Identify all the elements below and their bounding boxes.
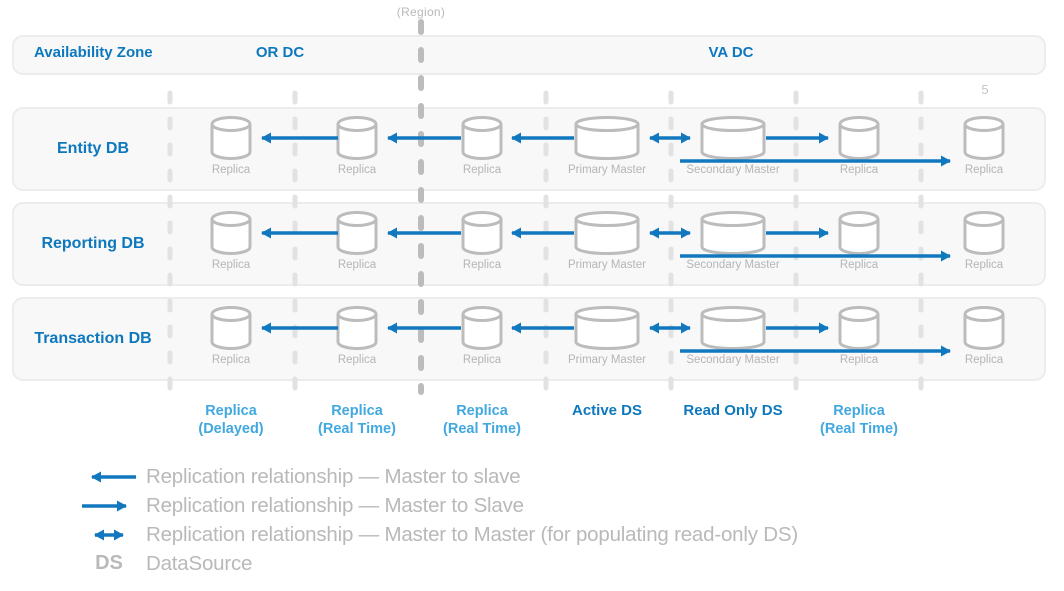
role-line2: (Delayed) [198, 421, 264, 437]
database-cylinder-icon [461, 211, 503, 255]
database-cylinder-icon [838, 116, 880, 160]
role-line1: Replica [833, 403, 885, 419]
node-label: Replica [462, 259, 502, 271]
node-label: Replica [964, 259, 1004, 271]
legend-item-master-to-slave-right: Replication relationship — Master to Sla… [78, 491, 798, 520]
availability-zone-box [12, 35, 1046, 75]
database-cylinder-icon [574, 116, 640, 160]
double-arrow-icon [78, 527, 140, 543]
ds-symbol: DS [95, 552, 123, 574]
node-label: Primary Master [568, 354, 646, 366]
database-cylinder-icon [336, 116, 378, 160]
legend-item-master-to-master: Replication relationship — Master to Mas… [78, 520, 798, 549]
database-cylinder-icon [461, 306, 503, 350]
node-label: Replica [337, 164, 377, 176]
node-label: Primary Master [568, 164, 646, 176]
row-label-reporting-db: Reporting DB [41, 235, 145, 252]
datacenter-label-va: VA DC [708, 44, 754, 61]
node-label: Secondary Master [686, 259, 780, 271]
column-role-label: Read Only DS [668, 402, 798, 420]
row-label-entity-db: Entity DB [57, 140, 129, 157]
legend-text: Replication relationship — Master to Mas… [146, 522, 798, 546]
column-role-label: Active DS [542, 402, 672, 420]
legend-item-master-to-slave-left: Replication relationship — Master to sla… [78, 462, 798, 491]
node-label: Replica [462, 354, 502, 366]
database-cylinder-icon [963, 211, 1005, 255]
right-arrow-icon [78, 498, 140, 514]
database-cylinder-icon [838, 306, 880, 350]
node-label: Replica [462, 164, 502, 176]
role-line2: (Real Time) [443, 421, 521, 437]
node-label: Replica [211, 164, 251, 176]
node-label: Replica [964, 354, 1004, 366]
legend: Replication relationship — Master to sla… [78, 462, 798, 578]
role-line1: Replica [205, 403, 257, 419]
node-label: Replica [211, 354, 251, 366]
database-cylinder-icon [210, 306, 252, 350]
database-cylinder-icon [210, 211, 252, 255]
database-cylinder-icon [963, 116, 1005, 160]
database-cylinder-icon [700, 211, 766, 255]
availability-zone-title: Availability Zone [34, 44, 153, 61]
legend-text: DataSource [146, 551, 253, 575]
database-cylinder-icon [700, 306, 766, 350]
role-line2: (Real Time) [820, 421, 898, 437]
node-label: Replica [211, 259, 251, 271]
node-label: Secondary Master [686, 354, 780, 366]
node-label: Replica [964, 164, 1004, 176]
database-cylinder-icon [574, 211, 640, 255]
role-line2: (Real Time) [318, 421, 396, 437]
legend-text: Replication relationship — Master to sla… [146, 464, 521, 488]
node-label: Replica [839, 259, 879, 271]
row-label-transaction-db: Transaction DB [34, 330, 152, 347]
database-cylinder-icon [336, 211, 378, 255]
page-number: 5 [981, 82, 989, 97]
database-cylinder-icon [336, 306, 378, 350]
database-cylinder-icon [700, 116, 766, 160]
role-line1: Replica [456, 403, 508, 419]
database-cylinder-icon [963, 306, 1005, 350]
node-label: Replica [839, 164, 879, 176]
role-line1: Read Only DS [683, 402, 783, 419]
database-cylinder-icon [574, 306, 640, 350]
node-label: Primary Master [568, 259, 646, 271]
legend-item-datasource: DS DataSource [78, 549, 798, 578]
database-cylinder-icon [838, 211, 880, 255]
legend-text: Replication relationship — Master to Sla… [146, 493, 524, 517]
database-cylinder-icon [461, 116, 503, 160]
role-line1: Replica [331, 403, 383, 419]
datacenter-label-or: OR DC [255, 44, 305, 61]
node-label: Secondary Master [686, 164, 780, 176]
column-role-label: Replica (Real Time) [292, 402, 422, 438]
column-role-label: Replica (Real Time) [417, 402, 547, 438]
column-role-label: Replica (Real Time) [794, 402, 924, 438]
database-cylinder-icon [210, 116, 252, 160]
node-label: Replica [337, 354, 377, 366]
node-label: Replica [337, 259, 377, 271]
region-label: (Region) [396, 5, 446, 19]
left-arrow-icon [78, 469, 140, 485]
node-label: Replica [839, 354, 879, 366]
role-line1: Active DS [571, 402, 643, 419]
column-role-label: Replica (Delayed) [166, 402, 296, 438]
